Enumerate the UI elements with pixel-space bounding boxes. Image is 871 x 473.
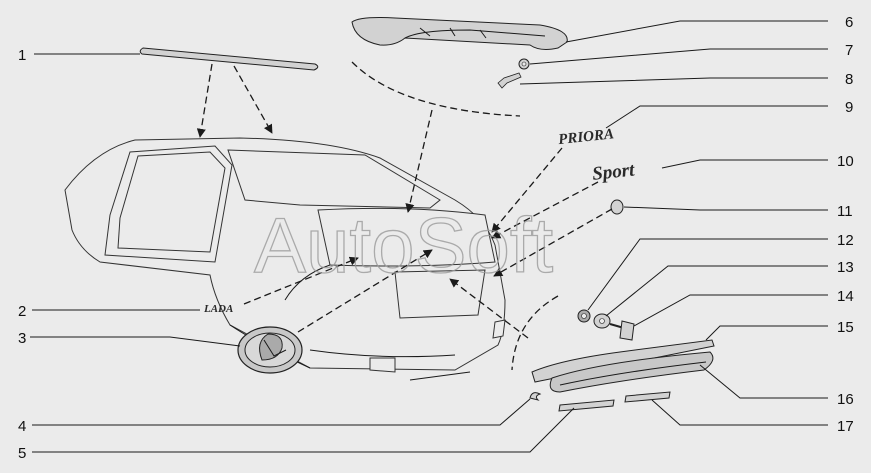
rear-spoiler (351, 17, 568, 50)
callout-1: 1 (18, 47, 26, 64)
callout-4: 4 (18, 418, 26, 435)
sport-badge: Sport (591, 159, 636, 184)
pad-right (624, 391, 671, 403)
callout-11: 11 (837, 203, 853, 220)
callout-12: 12 (837, 232, 854, 249)
callout-9: 9 (845, 99, 853, 116)
watermark: AutoSoft (254, 201, 554, 289)
spoiler-screw (497, 72, 522, 89)
section-arc-top (351, 61, 521, 117)
callout-5: 5 (18, 445, 26, 462)
callout-numbers: 1 2 3 4 5 6 7 8 9 10 11 12 13 14 15 16 1… (18, 14, 854, 462)
callout-13: 13 (837, 259, 854, 276)
callout-14: 14 (837, 288, 854, 305)
section-arc-bottom (511, 295, 559, 371)
callout-3: 3 (18, 330, 26, 347)
callout-2: 2 (18, 303, 26, 320)
lada-emblem (237, 326, 303, 374)
assembly-arrows (196, 63, 613, 339)
callout-17: 17 (837, 418, 854, 435)
pad-left (558, 399, 615, 412)
plug (610, 199, 624, 215)
callout-6: 6 (845, 14, 853, 31)
leader-lines (30, 20, 828, 453)
callout-16: 16 (837, 391, 854, 408)
car-body (64, 137, 506, 381)
small-seal (529, 392, 542, 401)
callout-7: 7 (845, 42, 853, 59)
roof-moulding (139, 47, 319, 71)
priora-badge: PRIORA (558, 126, 615, 148)
callout-15: 15 (837, 319, 854, 336)
callout-8: 8 (845, 71, 853, 88)
clip (609, 320, 635, 341)
brake-light-housing (531, 339, 715, 393)
callout-10: 10 (837, 153, 854, 170)
lada-badge: LADA (203, 303, 233, 315)
